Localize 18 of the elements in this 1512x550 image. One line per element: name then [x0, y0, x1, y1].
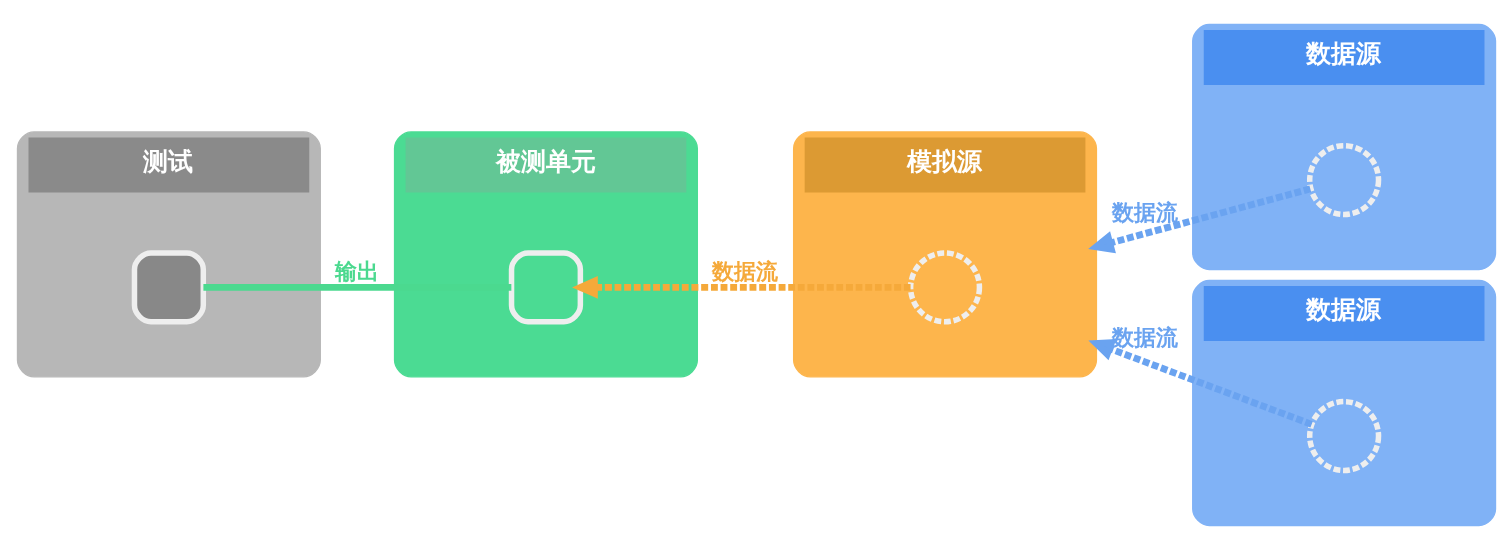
edge-label: 数据流 — [711, 258, 778, 284]
cluster: 数据源 — [1191, 23, 1496, 271]
node-circle — [1306, 142, 1381, 218]
node-box — [508, 250, 583, 325]
arrow — [1087, 185, 1311, 254]
arrow — [571, 276, 911, 299]
cluster: 被测单元 — [393, 131, 698, 378]
node-semicircle — [131, 250, 206, 325]
connector — [202, 283, 511, 291]
edge-label: 数据流 — [1111, 324, 1178, 350]
cluster: 模拟源 — [792, 131, 1097, 378]
cluster: 测试 — [16, 131, 321, 378]
node-circle — [1306, 398, 1381, 474]
edge-label: 输出 — [334, 258, 379, 284]
edge-label: 数据流 — [1111, 199, 1178, 225]
cluster: 数据源 — [1191, 279, 1496, 527]
node-circle — [907, 250, 982, 325]
arrow — [1087, 339, 1313, 428]
